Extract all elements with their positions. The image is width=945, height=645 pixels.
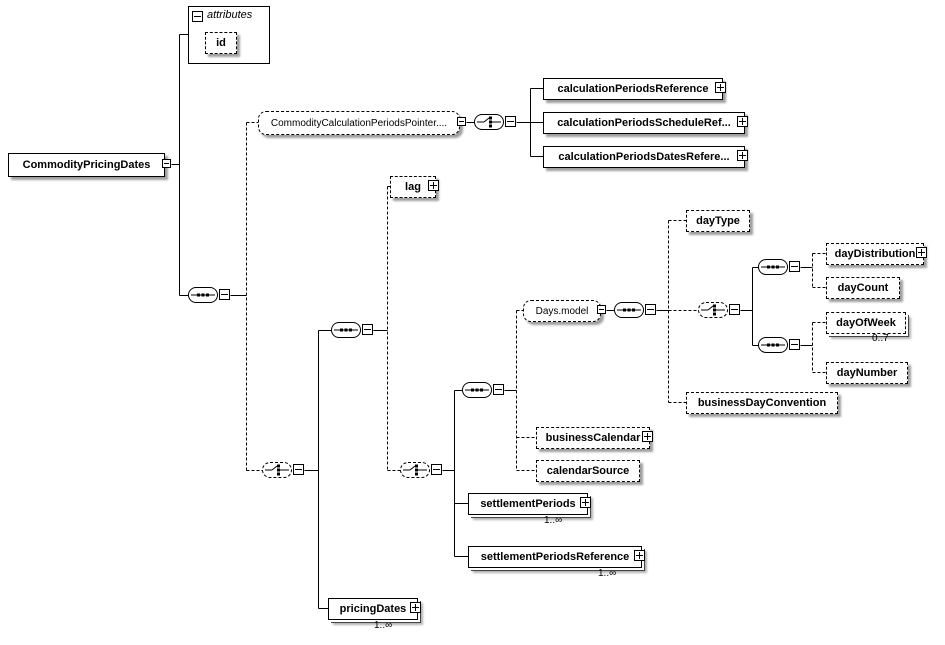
element-label: dayCount <box>837 282 889 294</box>
element-label: calendarSource <box>546 465 630 477</box>
element-dayCount[interactable]: dayCount <box>826 277 900 299</box>
element-calculationPeriodsDatesReference[interactable]: calculationPeriodsDatesRefere... <box>543 146 745 168</box>
element-label: pricingDates <box>339 603 407 615</box>
collapse-icon[interactable] <box>505 116 516 127</box>
element-label: dayOfWeek <box>836 317 896 329</box>
element-label: calculationPeriodsScheduleRef... <box>557 117 731 129</box>
element-dayDistribution[interactable]: dayDistribution <box>826 243 924 265</box>
collapse-icon[interactable] <box>789 261 800 272</box>
choice-icon[interactable] <box>474 114 504 130</box>
collapse-icon[interactable] <box>645 304 656 315</box>
solid-connectors <box>171 34 813 609</box>
choice-icon[interactable] <box>400 462 430 478</box>
element-dayNumber[interactable]: dayNumber <box>826 362 908 384</box>
dashed-connectors <box>246 122 827 471</box>
element-label: businessCalendar <box>545 432 641 444</box>
collapse-icon[interactable] <box>789 339 800 350</box>
collapse-icon[interactable] <box>293 464 304 475</box>
element-label: businessDayConvention <box>697 397 827 409</box>
choice-icon[interactable] <box>262 462 292 478</box>
element-label: dayDistribution <box>834 248 916 260</box>
element-pricingDates[interactable]: pricingDates <box>328 598 418 620</box>
element-label: settlementPeriodsReference <box>480 551 630 563</box>
element-calculationPeriodsScheduleReference[interactable]: calculationPeriodsScheduleRef... <box>543 112 745 134</box>
collapse-icon[interactable] <box>219 289 230 300</box>
element-label: dayNumber <box>836 367 898 379</box>
element-calculationPeriodsReference[interactable]: calculationPeriodsReference <box>543 78 723 100</box>
occurrence-label: 1..∞ <box>598 568 617 579</box>
collapse-icon[interactable] <box>457 117 466 126</box>
expand-icon[interactable] <box>642 431 653 442</box>
sequence-icon[interactable] <box>188 287 218 303</box>
occurrence-label: 0..7 <box>872 333 889 344</box>
attributes-panel: attributes id <box>188 6 270 64</box>
collapse-icon[interactable] <box>729 304 740 315</box>
element-calendarSource[interactable]: calendarSource <box>536 460 640 482</box>
attribute-label: id <box>216 37 226 49</box>
sequence-icon[interactable] <box>331 322 361 338</box>
collapse-icon[interactable] <box>597 305 606 314</box>
group-label: Days.model <box>535 305 589 317</box>
sequence-icon[interactable] <box>462 382 492 398</box>
attributes-title: attributes <box>207 9 253 21</box>
element-label: settlementPeriods <box>480 498 576 510</box>
collapse-icon[interactable] <box>192 11 203 22</box>
group-commodityCalculationPeriodsPointer[interactable]: CommodityCalculationPeriodsPointer.... <box>258 111 460 135</box>
expand-icon[interactable] <box>580 497 591 508</box>
expand-icon[interactable] <box>737 116 748 127</box>
expand-icon[interactable] <box>916 247 927 258</box>
collapse-icon[interactable] <box>162 159 171 168</box>
element-businessDayConvention[interactable]: businessDayConvention <box>686 392 838 414</box>
element-dayType[interactable]: dayType <box>686 210 750 232</box>
element-settlementPeriods[interactable]: settlementPeriods <box>468 493 588 515</box>
occurrence-label: 1..∞ <box>374 620 393 631</box>
sequence-icon[interactable] <box>614 302 644 318</box>
sequence-icon[interactable] <box>758 337 788 353</box>
element-businessCalendar[interactable]: businessCalendar <box>536 427 650 449</box>
element-label: dayType <box>696 215 740 227</box>
collapse-icon[interactable] <box>362 324 373 335</box>
choice-icon[interactable] <box>698 302 728 318</box>
expand-icon[interactable] <box>410 602 421 613</box>
element-commodityPricingDates[interactable]: CommodityPricingDates <box>8 153 165 177</box>
element-label: CommodityPricingDates <box>22 159 151 171</box>
group-daysModel[interactable]: Days.model <box>523 300 601 322</box>
expand-icon[interactable] <box>737 150 748 161</box>
attribute-id[interactable]: id <box>205 32 237 54</box>
expand-icon[interactable] <box>428 180 439 191</box>
group-label: CommodityCalculationPeriodsPointer.... <box>270 117 448 129</box>
collapse-icon[interactable] <box>493 384 504 395</box>
element-settlementPeriodsReference[interactable]: settlementPeriodsReference <box>468 546 642 568</box>
element-label: calculationPeriodsDatesRefere... <box>558 151 730 163</box>
sequence-icon[interactable] <box>758 259 788 275</box>
element-label: lag <box>405 181 421 193</box>
element-dayOfWeek[interactable]: dayOfWeek <box>826 312 906 334</box>
expand-icon[interactable] <box>715 82 726 93</box>
occurrence-label: 1..∞ <box>544 515 563 526</box>
collapse-icon[interactable] <box>431 464 442 475</box>
element-label: calculationPeriodsReference <box>557 83 709 95</box>
expand-icon[interactable] <box>634 550 645 561</box>
